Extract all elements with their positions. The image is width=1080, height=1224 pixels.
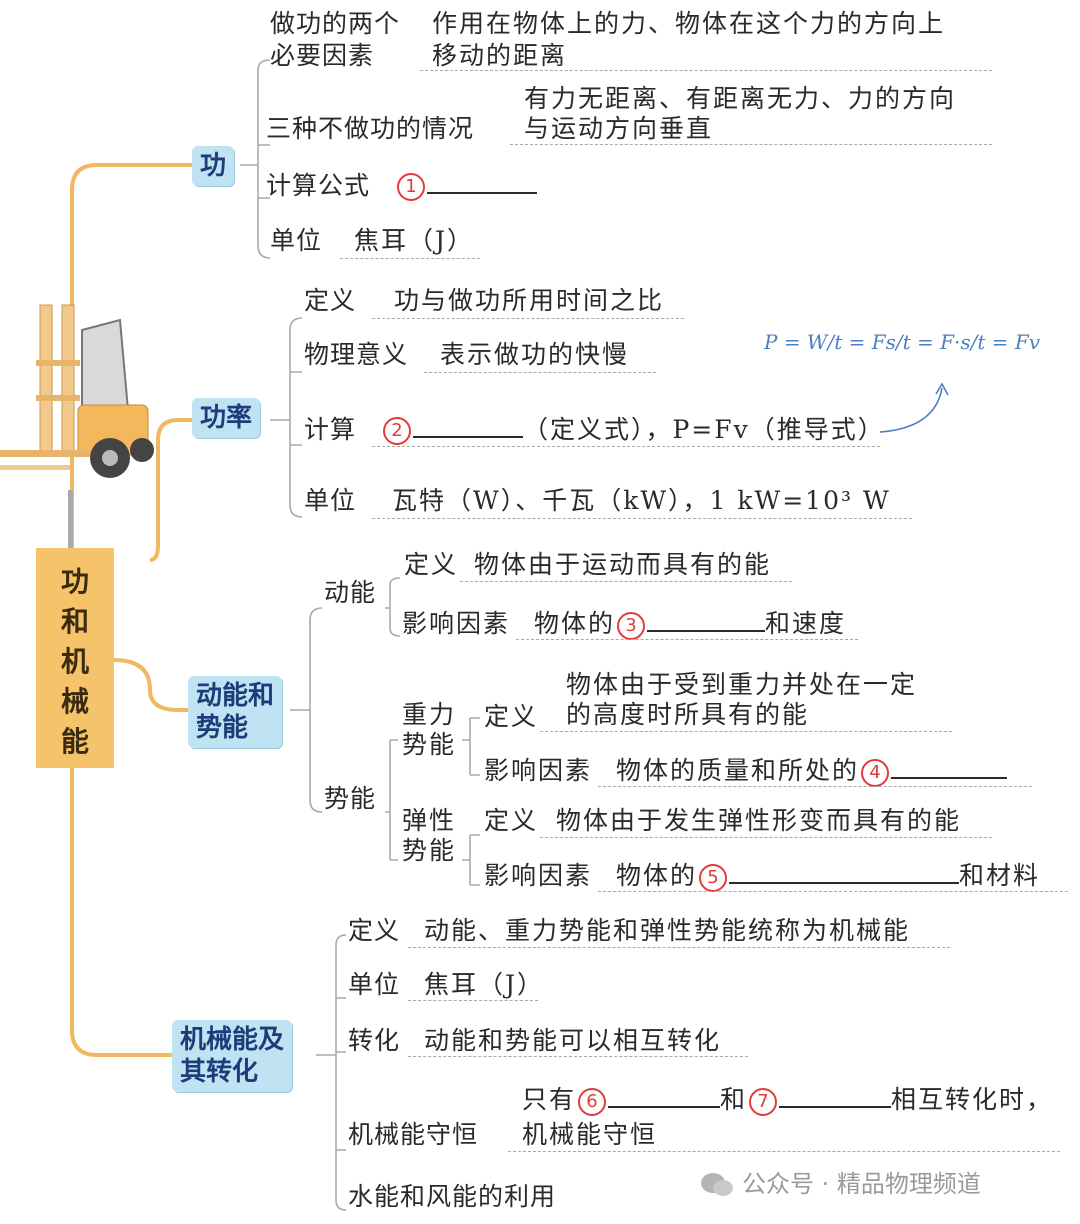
elastic-factor-text: 物体的 [615,861,697,890]
blank-marker: 1 [396,173,425,201]
mech-cons-value: 机械能守恒 [522,1120,658,1149]
forklift-pole [68,490,73,548]
main-title-char: 和 [60,605,89,638]
mech-cons-text: 只有 [522,1085,577,1114]
gravity-factor-key: 影响因素 [484,756,593,785]
gravity-def-value: 物体由于受到重力并处在一定 的高度时所具有的能 [566,670,918,729]
mech-conv-value: 动能和势能可以相互转化 [424,1026,722,1055]
blank-marker: 6 [578,1087,607,1116]
mech-def-value: 动能、重力势能和弹性势能统称为机械能 [424,916,911,945]
work-nowork-key: 三种不做功的情况 [266,114,475,143]
power-calc-value: （定义式），P=Fv（推导式） [522,415,885,444]
power-def-key: 定义 [304,286,357,315]
elastic-def-value: 物体由于发生弹性形变而具有的能 [556,806,962,835]
main-title-char: 机 [60,645,89,678]
answer-blank [426,170,537,194]
kinetic-label: 动能 [324,578,377,607]
power-unit-key: 单位 [304,486,357,515]
potential-label: 势能 [324,784,377,813]
mech-unit-key: 单位 [348,970,401,999]
answer-blank [779,1084,892,1108]
gravity-factor-text: 物体的质量和所处的 [615,756,859,785]
mech-cons-text-3: 相互转化时， [891,1085,1054,1114]
mech-cons-key: 机械能守恒 [348,1120,479,1149]
elastic-factor-key: 影响因素 [484,861,593,890]
main-title-char: 能 [60,725,89,758]
blank-marker: 3 [616,611,645,640]
gravity-def-key: 定义 [484,702,539,731]
kinetic-factor-text-2: 和速度 [764,609,846,638]
gravity-label: 重力 势能 [402,700,457,759]
kinetic-factor-text: 物体的 [533,609,615,638]
power-meaning-key: 物理意义 [304,340,409,369]
answer-blank [890,755,1007,779]
power-meaning-value: 表示做功的快慢 [440,340,630,369]
kinetic-def-key: 定义 [404,550,459,579]
work-nowork-value: 有力无距离、有距离无力、力的方向 与运动方向垂直 [524,84,957,143]
elastic-def-key: 定义 [484,806,539,835]
branch-to-mech [70,768,172,1057]
node-work[interactable]: 功 [192,146,235,186]
node-energy[interactable]: 动能和 势能 [188,676,283,748]
mech-use-key: 水能和风能的利用 [348,1182,557,1211]
work-unit-key: 单位 [270,226,323,255]
work-formula-key: 计算公式 [266,171,371,200]
answer-blank [412,414,523,438]
power-formula-note: P = W/t = Fs/t = F·s/t = Fv [764,330,1041,354]
mech-unit-value: 焦耳（J） [424,970,545,999]
mech-def-key: 定义 [348,916,401,945]
answer-blank [608,1084,721,1108]
power-calc-row: 计算 2 （定义式），P=Fv（推导式） [304,414,885,445]
blank-marker: 5 [698,863,727,892]
work-factors-key: 做功的两个 必要因素 [270,9,401,70]
work-unit-value: 焦耳（J） [354,226,475,255]
node-power[interactable]: 功率 [192,398,261,438]
elastic-label: 弹性 势能 [402,806,457,865]
main-title-char: 械 [60,685,89,718]
blank-marker: 4 [860,758,889,787]
branch-to-power [149,418,192,562]
work-factors-value: 作用在物体上的力、物体在这个力的方向上 移动的距离 [432,9,946,70]
work-formula-row: 计算公式 1 [266,170,537,201]
branch-to-work [70,163,192,548]
mech-conv-key: 转化 [348,1026,401,1055]
power-calc-key: 计算 [304,415,357,444]
power-def-value: 功与做功所用时间之比 [394,286,665,315]
watermark-text: 公众号 · 精品物理频道 [742,1170,981,1198]
elastic-factor-text-2: 和材料 [958,861,1040,890]
answer-blank [728,860,959,884]
main-title-char: 功 [60,565,89,598]
branch-to-energy [113,658,192,712]
power-unit-value: 瓦特（W）、千瓦（kW），1 kW=10³ W [392,486,891,515]
forklift-illustration [0,304,154,478]
node-mechanical[interactable]: 机械能及 其转化 [172,1020,293,1092]
kinetic-factor-key: 影响因素 [402,609,511,638]
answer-blank [646,608,765,632]
mech-cons-text-2: 和 [720,1085,748,1114]
wechat-icon [701,1173,733,1196]
main-title-box: 功 和 机 械 能 [36,548,114,768]
watermark: 公众号 · 精品物理频道 [700,1164,981,1199]
blank-marker: 2 [382,417,411,445]
kinetic-def-value: 物体由于运动而具有的能 [474,550,772,579]
blank-marker: 7 [749,1087,778,1116]
